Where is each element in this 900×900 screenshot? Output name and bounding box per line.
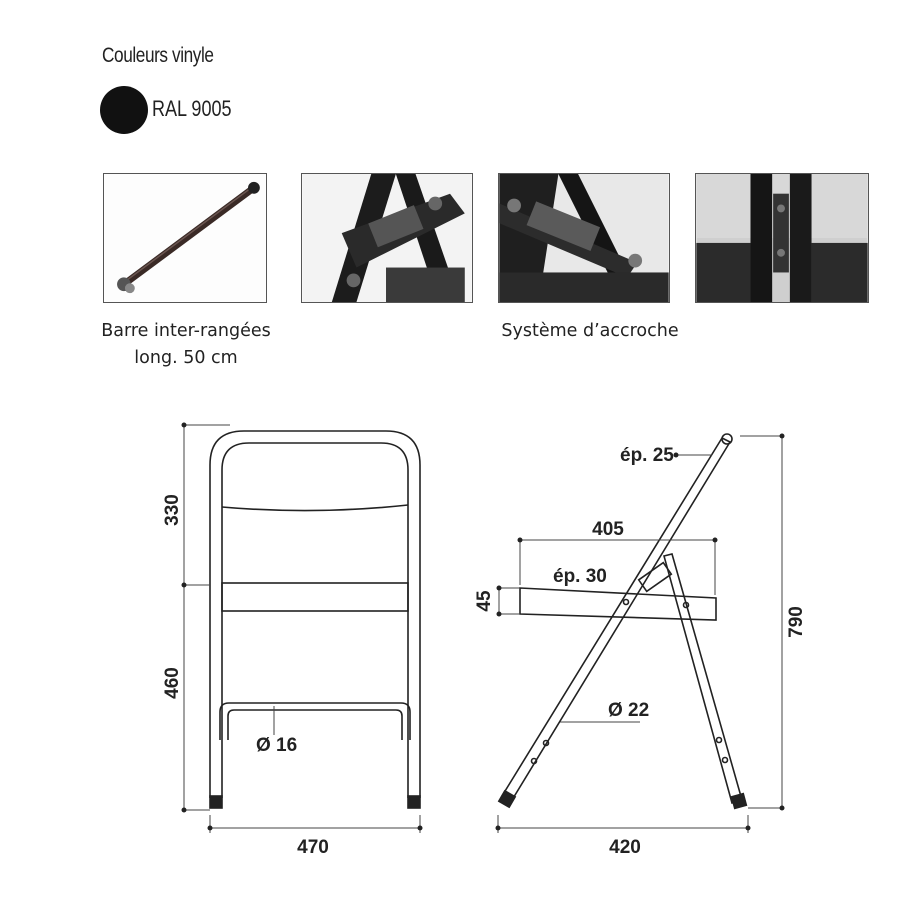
hook-system-icon — [696, 174, 868, 302]
side-top-thickness-label: ép. 25 — [620, 445, 674, 466]
hook-photo-1 — [301, 173, 473, 303]
color-swatch-label: RAL 9005 — [152, 96, 232, 121]
inter-row-bar-icon — [104, 174, 266, 302]
front-lower-height-label: 460 — [162, 667, 183, 699]
color-swatch — [100, 86, 148, 134]
front-upper-height-label: 330 — [162, 494, 183, 526]
bar-caption-line1: Barre inter-rangées — [101, 321, 271, 341]
inter-row-bar-photo — [103, 173, 267, 303]
hook-photo-3 — [695, 173, 869, 303]
hook-caption: Système d’accroche — [501, 321, 679, 341]
hook-system-icon — [302, 174, 472, 302]
bar-caption: Barre inter-rangées long. 50 cm — [86, 318, 286, 372]
front-view-chair — [209, 430, 421, 809]
side-seat-thickness-label: ép. 30 — [553, 566, 607, 587]
side-total-height-label: 790 — [786, 606, 807, 638]
hook-photo-2 — [498, 173, 670, 303]
bar-caption-line2: long. 50 cm — [134, 348, 238, 368]
side-leg-diameter-label: Ø 22 — [608, 700, 649, 721]
front-tube-diameter-label: Ø 16 — [256, 735, 297, 756]
hook-system-icon — [499, 174, 669, 302]
colors-title: Couleurs vinyle — [102, 44, 214, 67]
side-view-chair — [497, 433, 748, 810]
front-width-label: 470 — [297, 837, 329, 858]
side-seat-height-label: 45 — [474, 590, 495, 612]
side-base-width-label: 420 — [609, 837, 641, 858]
side-seat-depth-label: 405 — [592, 519, 624, 540]
